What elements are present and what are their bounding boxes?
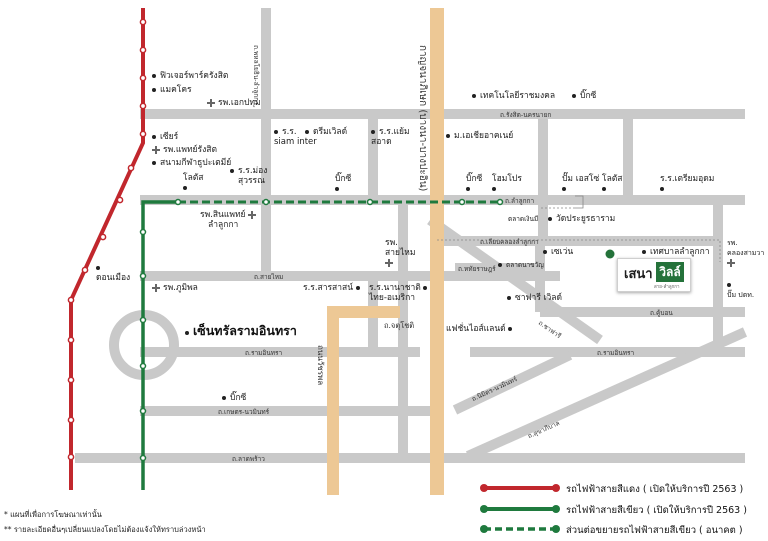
- road-label-chatuchot: ถ.จตุโชติ: [384, 321, 415, 330]
- poi-wat: วัดประยูรธาราม: [548, 214, 615, 224]
- u-turn-marker: [575, 195, 584, 209]
- poi-lotus-right: โลตัส: [602, 174, 622, 194]
- road-label-latphrao: ถ.ลาดพร้าว: [232, 455, 265, 463]
- poi-asian-u: ม.เอเชียอาคเนย์: [446, 131, 513, 141]
- poi-sarasas: ร.ร.สารสาสน์: [303, 283, 364, 293]
- poi-lamlukka-hosp: รพ.สินแพทย์ ลำลูกกา: [200, 210, 259, 230]
- road-label-lamlukka: ถ.ลำลูกกา: [505, 197, 535, 205]
- road-label-sailom: ถ.สายไหม: [254, 273, 284, 281]
- road-label-rangsit: ถ.รังสิต-นครนายก: [500, 111, 552, 119]
- road-label-watcharaphon: ถนนวัชรพล: [316, 345, 325, 386]
- hospital-icon: [248, 210, 257, 219]
- road-label-khubon: ถ.คู้บอน: [650, 309, 673, 317]
- road-label-phahon-vertical: ถ.พหลโยธิน-ลำลูกกา: [252, 45, 260, 105]
- poi-triam: ร.ร.เตรียมอุดม: [660, 174, 714, 194]
- poi-mong-suwan: ร.ร.ม่องสุวรรณ: [230, 166, 267, 186]
- hospital-icon: [385, 258, 393, 267]
- project-location-dot: [605, 249, 615, 259]
- poi-stadium: สนามกีฬาธูปะเตมีย์: [152, 158, 231, 168]
- poi-dreamworld: ดรีมเวิลด์: [305, 127, 347, 137]
- road-diagonal-a: [452, 350, 573, 415]
- disclaimer-note-1: * แผนที่เพื่อการโฆษณาเท่านั้น: [4, 510, 102, 519]
- road-label-hathairat: ถ.หทัยราษฎร์: [458, 265, 496, 273]
- logo-box-text: วิลล์: [656, 262, 684, 282]
- poi-tessaban: เทศบาลลำลูกกา: [642, 247, 710, 257]
- poi-bhumibol: รพ.ภูมิพล: [152, 283, 198, 293]
- poi-paolo: รพ.แพทย์รังสิต: [152, 145, 217, 155]
- disclaimer-note-2: ** รายละเอียดอื่นๆเปลี่ยนแปลงโดยไม่ต้องแ…: [4, 525, 206, 534]
- poi-bigc-right: บิ๊กซี: [466, 174, 482, 194]
- poi-khlong-hosp: รพ.คลองสามวา: [727, 238, 764, 268]
- poi-zeer: เซียร์: [152, 132, 178, 142]
- poi-ptt: ปั๊ม ปตท.: [727, 280, 754, 300]
- logo-main-text: เสนา: [624, 267, 653, 282]
- red-line-route: [67, 8, 147, 490]
- road-diagonal-b: [465, 327, 748, 461]
- green-line-route: [139, 198, 504, 490]
- watcharaphon-road: [327, 306, 400, 495]
- legend-red-line: รถไฟฟ้าสายสีแดง ( เปิดให้บริการปี 2563 ): [566, 484, 744, 495]
- legend-green-line: รถไฟฟ้าสายสีเขียว ( เปิดให้บริการปี 2563…: [566, 505, 747, 516]
- poi-seven: เซเว่น: [543, 247, 573, 257]
- poi-siam-inter: ร.ร.siam inter: [274, 127, 317, 147]
- road-label-ramintra-left: ถ.รามอินทรา: [245, 349, 283, 357]
- poi-fashion: แฟชั่นไอส์แลนด์: [446, 324, 516, 334]
- poi-techno: เทคโนโลยีราชมงคล: [472, 91, 555, 101]
- logo-sub-text: สาย-ลำลูกกา: [654, 285, 680, 290]
- poi-makro: แมคโคร: [152, 85, 192, 95]
- poi-talad-khan: ตลาดนาขวัญ: [498, 260, 544, 270]
- road-label-liap-khlong: ถ.เลียบคลองลำลูกกา: [480, 238, 539, 246]
- road-label-kaset: ถ.เกษตร-นวมินทร์: [218, 408, 270, 416]
- route-to-project: [437, 239, 721, 262]
- legend-lines: [480, 484, 560, 533]
- poi-safari-world: ซาฟารี เวิลด์: [507, 293, 562, 303]
- poi-bigc-mid: บิ๊กซี: [335, 174, 351, 194]
- poi-talad-ngern: ตลาดเงินมี: [508, 215, 539, 223]
- poi-ekpathum: รพ.เอกปทุม: [207, 98, 261, 108]
- poi-bigc-bottom: บิ๊กซี: [222, 393, 246, 403]
- legend-green-future: ส่วนต่อขยายรถไฟฟ้าสายสีเขียว ( อนาคต ): [566, 525, 743, 536]
- poi-homepro: โฮมโปร: [492, 174, 522, 194]
- poi-pump-esso: ปั๊ม เอสโซ่: [562, 174, 599, 194]
- poi-lotus-left: โลตัส: [183, 173, 203, 193]
- hospital-icon: [152, 145, 160, 154]
- road-network: [75, 8, 748, 463]
- hospital-icon: [152, 283, 160, 292]
- hospital-icon: [727, 259, 735, 267]
- poi-don-mueang: ดอนเมือง: [96, 263, 130, 283]
- poi-future-park: ฟิวเจอร์พาร์ครังสิต: [152, 71, 228, 81]
- hospital-icon: [207, 98, 215, 107]
- poi-nanachat: ร.ร.นานาชาติ ไทย-อเมริกา: [369, 283, 431, 303]
- project-logo: เสนา วิลล์ สาย-ลำลูกกา: [617, 258, 691, 292]
- poi-central: เซ็นทรัลรามอินทรา: [185, 324, 297, 338]
- poi-sailom-hosp: รพ.สายไหม: [385, 238, 415, 268]
- road-label-kanchana: กาญจนาภิเษก (บางนา-บางปะอิน): [417, 45, 428, 192]
- road-label-ramintra-right: ถ.รามอินทรา: [597, 349, 635, 357]
- poi-saengsawang: ร.ร.แย้มสอาด: [371, 127, 410, 147]
- poi-bigc-top: บิ๊กซี: [572, 91, 596, 101]
